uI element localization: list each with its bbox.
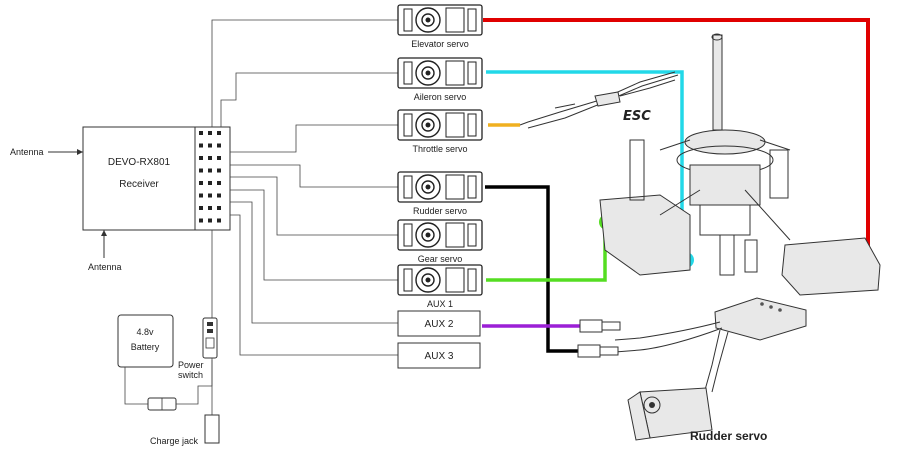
aux1-wire-green (486, 223, 607, 282)
aux3-box: AUX 3 (397, 342, 481, 369)
wire-throttle (230, 124, 398, 153)
servo-elevator-servo: Elevator servo (397, 4, 483, 49)
antenna-bottom-label: Antenna (88, 262, 122, 272)
receiver-pin (199, 193, 203, 198)
servo-label: Aileron servo (414, 92, 467, 102)
rudder-servo-unit (627, 387, 713, 441)
receiver-pin (199, 156, 203, 160)
rudder-wire-black (485, 185, 578, 353)
rudder-connector-tip (599, 346, 619, 356)
wire-rudder (230, 164, 398, 188)
receiver-pin (208, 218, 212, 223)
receiver-pin (208, 181, 212, 185)
receiver-subtitle: Receiver (119, 179, 159, 190)
aileron-wire-cyan (486, 70, 684, 258)
wire-aileron (220, 72, 398, 127)
receiver-pin (199, 181, 203, 185)
wire-aux2 (230, 201, 398, 324)
antenna-bottom-arrow (101, 230, 107, 236)
receiver-pin (217, 193, 221, 198)
aux2-box: AUX 2 (397, 310, 481, 337)
rudder-connector (577, 344, 601, 358)
receiver-pin (208, 131, 212, 135)
servo-rudder-servo: Rudder servo (397, 171, 483, 216)
servo-throttle-servo: Throttle servo (397, 109, 483, 154)
battery-voltage: 4.8v (136, 327, 154, 337)
receiver-pin (208, 206, 212, 210)
aux3-label: AUX 3 (425, 351, 454, 362)
receiver-connector-block (194, 126, 231, 231)
antenna-left-label: Antenna (10, 147, 44, 157)
receiver-pin (199, 143, 203, 148)
battery-cable (124, 367, 148, 405)
battery: 4.8v Battery (117, 314, 174, 368)
esc: ESC (519, 71, 679, 129)
power-switch-line1: Power (178, 360, 204, 370)
aux2-connector (579, 319, 603, 333)
power-switch (202, 317, 218, 359)
charge-jack-label: Charge jack (150, 436, 199, 446)
wire-aux3 (230, 214, 398, 356)
wire-gear (230, 176, 398, 236)
servo-gear-servo: Gear servo (397, 219, 483, 264)
receiver-box (82, 126, 196, 231)
receiver-pin (217, 131, 221, 135)
receiver-pin (199, 206, 203, 210)
receiver-pin (217, 168, 221, 173)
receiver-pin (217, 206, 221, 210)
antenna-left-arrow (77, 149, 83, 155)
wire-aux1 (230, 189, 398, 281)
receiver-pins (199, 131, 221, 223)
servo-label: Rudder servo (413, 206, 467, 216)
receiver-pin (199, 218, 203, 223)
charge-jack (204, 414, 220, 444)
wire-elevator (211, 19, 398, 127)
receiver-pin (208, 168, 212, 173)
channel-wires (211, 19, 398, 356)
receiver-pin (199, 131, 203, 135)
receiver-pin (208, 193, 212, 198)
servo-label: Elevator servo (411, 39, 469, 49)
rudder-servo-caption: Rudder servo (690, 429, 767, 443)
battery-label: Battery (131, 342, 160, 352)
receiver-pin (217, 181, 221, 185)
receiver-pin (208, 143, 212, 148)
receiver-model: DEVO-RX801 (108, 157, 171, 168)
receiver-pin (217, 143, 221, 148)
aux2-connector-tip (601, 321, 621, 331)
aux2-label: AUX 2 (425, 319, 454, 330)
receiver: DEVO-RX801 Receiver (82, 126, 231, 231)
servo-label: AUX 1 (427, 299, 453, 309)
receiver-pin (208, 156, 212, 160)
servo-aux-1: AUX 1 (397, 264, 483, 309)
gyro (614, 297, 807, 393)
receiver-pin (217, 156, 221, 160)
servo-label: Gear servo (418, 254, 463, 264)
power-switch-line2: switch (178, 370, 203, 380)
servo-aileron-servo: Aileron servo (397, 57, 483, 102)
servo-label: Throttle servo (412, 144, 467, 154)
receiver-pin (217, 218, 221, 223)
elevator-wire-red (483, 18, 870, 266)
helicopter-mechanics (599, 33, 881, 296)
esc-label: ESC (623, 109, 651, 124)
receiver-pin (199, 168, 203, 173)
